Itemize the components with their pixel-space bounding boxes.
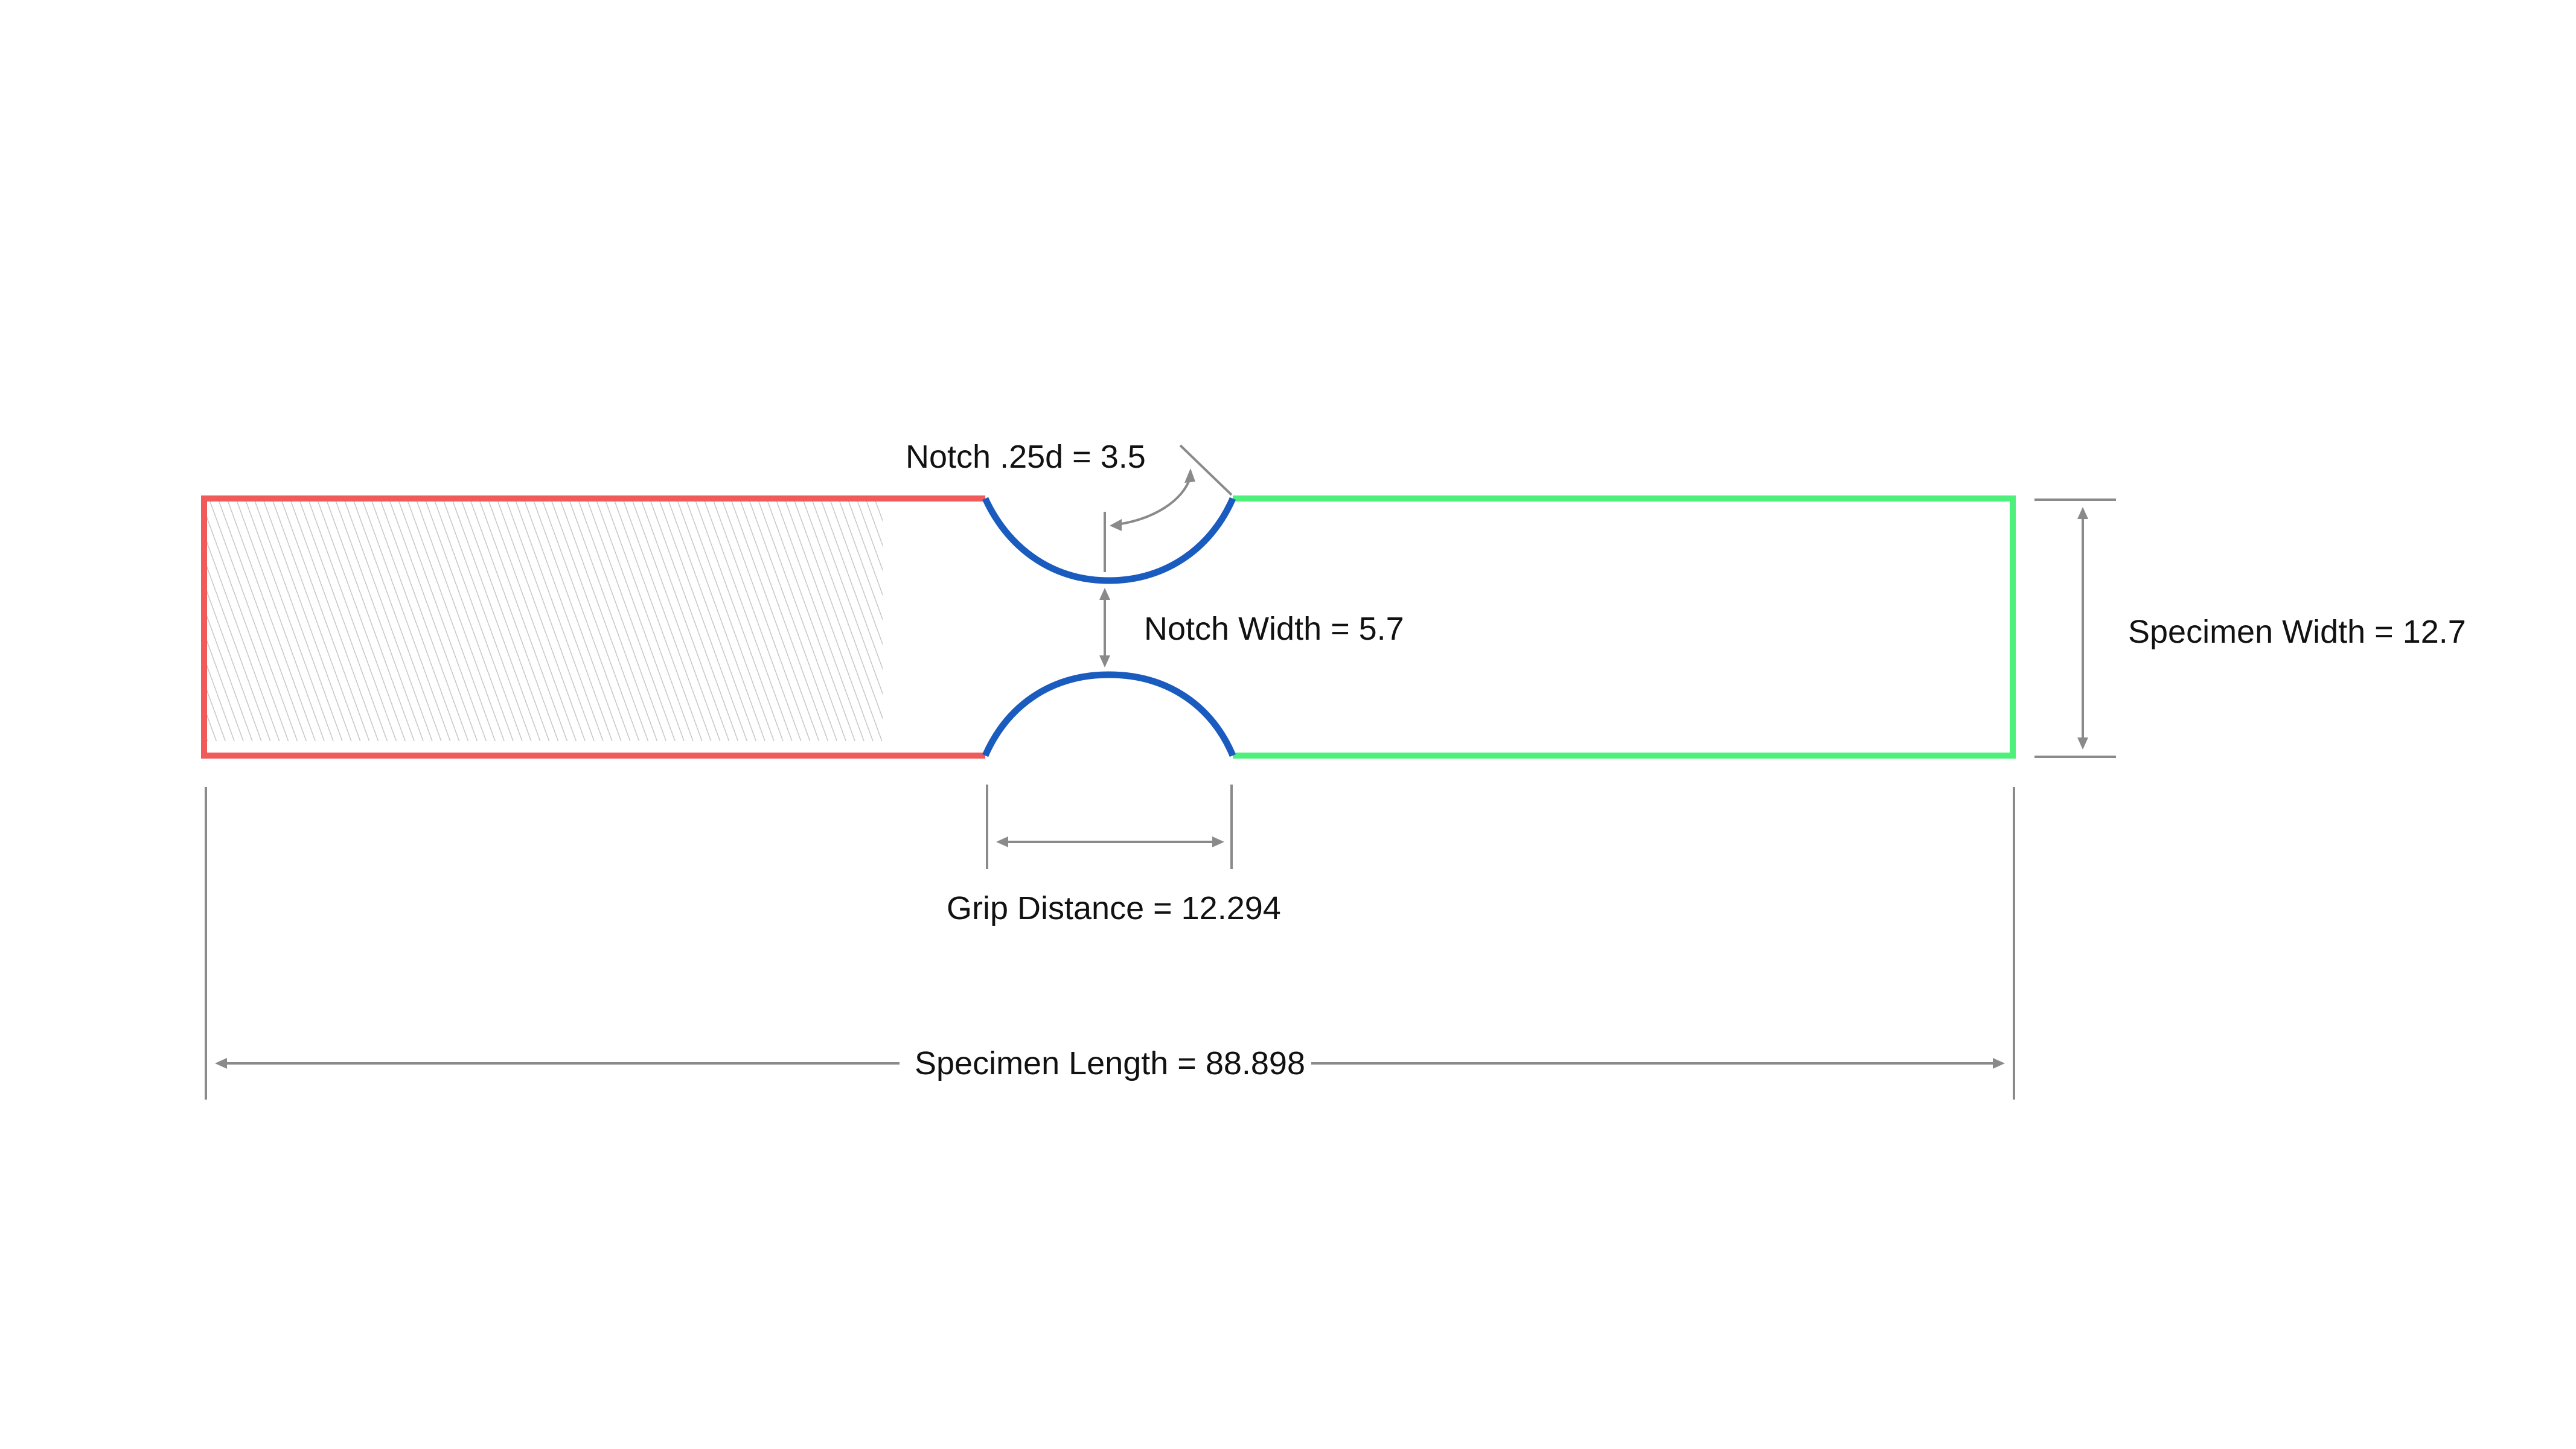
grip-hatch-region: [206, 498, 883, 741]
grip-distance-arrowhead-right: [1212, 836, 1224, 847]
specimen-width-label: Specimen Width = 12.7: [2128, 614, 2466, 650]
lower-notch-arc: [982, 671, 1236, 757]
upper-notch-arc: [982, 497, 1236, 584]
notch-radius-label: Notch .25d = 3.5: [906, 439, 1146, 475]
grip-distance-label: Grip Distance = 12.294: [947, 890, 1281, 926]
grip-section-outline: [201, 495, 985, 759]
notch-radius-arc-arrow: [1112, 476, 1192, 526]
notch-width-arrowhead-bottom: [1099, 655, 1110, 667]
specimen-length-label: Specimen Length = 88.898: [915, 1045, 1305, 1081]
notch-radius-leader: [1179, 444, 1233, 496]
specimen-length-arrowhead-left: [215, 1058, 227, 1069]
notch-width-label: Notch Width = 5.7: [1144, 611, 1404, 647]
free-section-outline: [1233, 495, 2016, 759]
notch-radius-arrowhead-end: [1184, 468, 1195, 483]
specimen-width-arrowhead-top: [2077, 507, 2088, 519]
notch-width-arrowhead-top: [1099, 588, 1110, 600]
notch-radius-arrowhead-start: [1110, 519, 1122, 531]
specimen-width-arrowhead-bottom: [2077, 737, 2088, 750]
grip-distance-arrowhead-left: [996, 836, 1008, 847]
specimen-length-arrowhead-right: [1993, 1058, 2005, 1069]
